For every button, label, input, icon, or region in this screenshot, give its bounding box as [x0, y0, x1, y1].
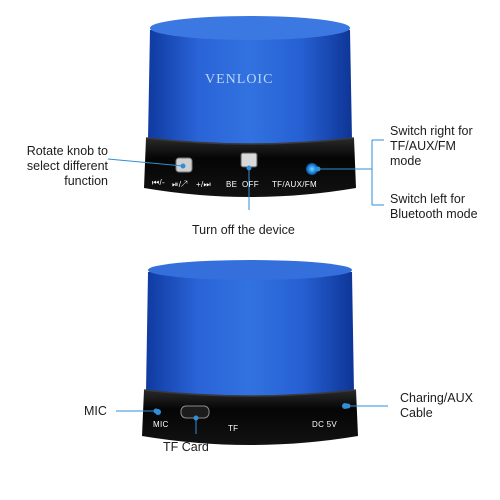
- band-prev-label: ⏮/-: [152, 178, 165, 187]
- callout-charging-line: Charing/AUX: [400, 391, 473, 405]
- callout-switch-right-line: Switch right for: [390, 124, 473, 138]
- callout-charging-line: Cable: [400, 406, 433, 420]
- band-mode-label: TF/AUX/FM: [272, 180, 317, 189]
- band-dc-label: DC 5V: [312, 420, 338, 429]
- callout-switch-left-line: Bluetooth mode: [390, 207, 478, 221]
- callout-switch-left: Switch left for Bluetooth mode: [390, 192, 498, 222]
- band-be-label: BE: [226, 180, 238, 189]
- top-speaker-body: [148, 16, 352, 145]
- callout-rotate-knob-line: Rotate knob to: [26, 144, 108, 158]
- mode-switch[interactable]: [306, 163, 318, 175]
- callout-lines: [107, 139, 388, 434]
- callout-tf-card: TF Card: [163, 440, 209, 454]
- callout-switch-right-line: mode: [390, 154, 422, 168]
- off-switch[interactable]: [240, 152, 258, 168]
- callout-switch-left-line: Switch left for: [390, 192, 466, 206]
- callout-switch-right: Switch right for TF/AUX/FM mode: [390, 124, 498, 169]
- bottom-speaker-body: [146, 260, 354, 398]
- band-tf-label: TF: [228, 424, 239, 433]
- band-next-label: +/⏭: [196, 180, 211, 189]
- callout-rotate-knob: Rotate knob to select different function: [14, 144, 108, 189]
- brand-logo: VENLOIC: [205, 72, 274, 87]
- callout-rotate-knob-line: function: [64, 174, 108, 188]
- callout-switch-right-line: TF/AUX/FM: [390, 139, 456, 153]
- band-mic-label: MIC: [153, 420, 169, 429]
- callout-rotate-knob-line: select different: [26, 159, 108, 173]
- callout-dots: [153, 163, 351, 421]
- callout-charging: Charing/AUX Cable: [400, 391, 496, 421]
- callout-mic: MIC: [84, 404, 107, 418]
- band-play-label: ⏯/↗: [172, 180, 188, 189]
- bottom-speaker-band: [142, 389, 358, 445]
- band-off-label: OFF: [242, 180, 259, 189]
- callout-turn-off: Turn off the device: [192, 223, 295, 237]
